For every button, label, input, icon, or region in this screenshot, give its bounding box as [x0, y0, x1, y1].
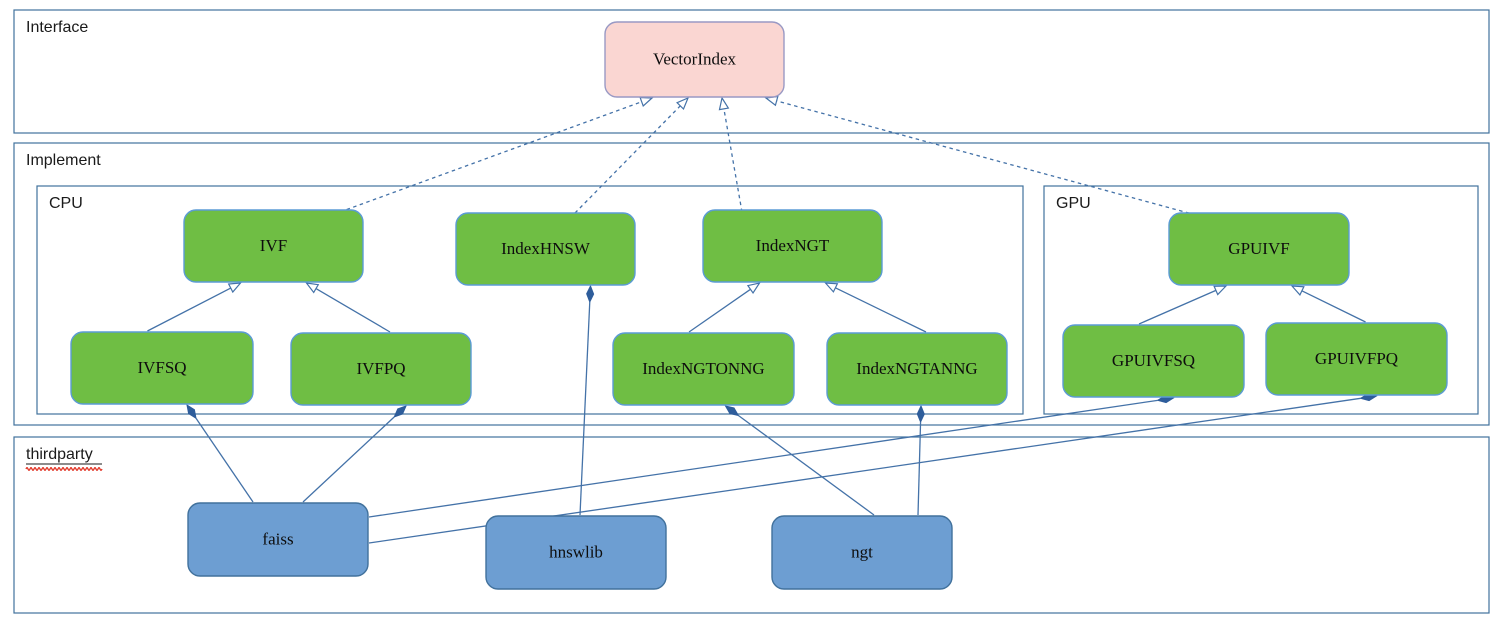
node-label-faiss: faiss — [262, 529, 293, 548]
node-box-indexngt[interactable] — [702, 209, 883, 283]
group-label-gpu: GPU — [1056, 195, 1091, 212]
realization-line-ivf — [339, 101, 642, 213]
node-gpuivfpq[interactable]: GPUIVFPQ — [1265, 322, 1448, 396]
generalization-line-gpuivfpq — [1301, 290, 1366, 323]
node-box-indexngtonng[interactable] — [612, 332, 795, 406]
edge-gpuivfpq-to-gpuivf — [1290, 285, 1366, 323]
node-box-ivfsq[interactable] — [70, 331, 254, 405]
node-box-indexhnsw[interactable] — [455, 212, 636, 286]
group-label-implement: Implement — [26, 152, 101, 169]
spellcheck-squiggle-thirdparty — [25, 467, 103, 471]
node-label-indexngtonng: IndexNGTONNG — [642, 359, 764, 378]
generalization-line-gpuivfsq — [1138, 289, 1217, 325]
composition-line-ngt-indexngtonng — [738, 414, 875, 516]
node-gpuivfsq[interactable]: GPUIVFSQ — [1062, 324, 1245, 398]
generalization-line-ivfpq — [315, 288, 391, 333]
composition-line-faiss-ivfsq — [195, 417, 254, 503]
node-ivfsq[interactable]: IVFSQ — [70, 331, 254, 405]
edge-ivfpq-to-ivf — [305, 282, 391, 333]
realization-arrowhead-ivf — [639, 96, 654, 108]
node-box-faiss[interactable] — [187, 502, 369, 577]
group-label-cpu: CPU — [49, 195, 83, 212]
node-vectorindex[interactable]: VectorIndex — [604, 21, 785, 98]
composition-line-hnswlib-indexhnsw — [579, 301, 591, 516]
node-label-vectorindex: VectorIndex — [653, 49, 737, 68]
generalization-arrowhead-gpuivfpq — [1290, 285, 1305, 296]
node-indexngtonng[interactable]: IndexNGTONNG — [612, 332, 795, 406]
realization-arrowhead-indexngt — [718, 96, 730, 111]
generalization-arrowhead-ivfpq — [305, 282, 320, 294]
node-faiss[interactable]: faiss — [187, 502, 369, 577]
edge-faiss-to-ivfpq — [302, 405, 407, 503]
edge-hnswlib-to-indexhnsw — [579, 284, 595, 516]
node-box-gpuivf[interactable] — [1168, 212, 1350, 286]
node-label-ivfsq: IVFSQ — [137, 358, 186, 377]
node-box-indexngtanng[interactable] — [826, 332, 1008, 406]
node-box-gpuivfsq[interactable] — [1062, 324, 1245, 398]
realization-line-gpuivf — [776, 100, 1197, 216]
node-ivf[interactable]: IVF — [183, 209, 364, 283]
node-label-gpuivf: GPUIVF — [1228, 239, 1289, 258]
node-box-vectorindex[interactable] — [604, 21, 785, 98]
node-label-hnswlib: hnswlib — [549, 542, 603, 561]
edge-faiss-to-ivfsq — [186, 403, 254, 503]
node-ivfpq[interactable]: IVFPQ — [290, 332, 472, 406]
node-ngt[interactable]: ngt — [771, 515, 953, 590]
edge-ngt-to-indexngtonng — [724, 405, 875, 516]
generalization-line-indexngtanng — [835, 287, 927, 333]
node-box-ivfpq[interactable] — [290, 332, 472, 406]
node-label-ivf: IVF — [260, 236, 287, 255]
realization-line-indexngt — [723, 108, 743, 213]
node-indexhnsw[interactable]: IndexHNSW — [455, 212, 636, 286]
node-box-ivf[interactable] — [183, 209, 364, 283]
node-label-gpuivfpq: GPUIVFPQ — [1315, 349, 1398, 368]
node-hnswlib[interactable]: hnswlib — [485, 515, 667, 590]
edge-ivfsq-to-ivf — [147, 282, 242, 332]
node-label-indexngtanng: IndexNGTANNG — [856, 359, 977, 378]
composition-line-faiss-ivfpq — [302, 416, 395, 503]
composition-line-ngt-indexngtanng — [917, 421, 922, 516]
edge-indexhnsw-to-vectorindex — [574, 96, 690, 214]
node-box-gpuivfpq[interactable] — [1265, 322, 1448, 396]
edge-indexngtanng-to-indexngt — [824, 282, 927, 333]
node-box-ngt[interactable] — [771, 515, 953, 590]
node-label-ngt: ngt — [851, 542, 873, 561]
edge-indexngt-to-vectorindex — [718, 96, 743, 213]
edge-indexngtonng-to-indexngt — [688, 282, 761, 333]
node-gpuivf[interactable]: GPUIVF — [1168, 212, 1350, 286]
node-box-hnswlib[interactable] — [485, 515, 667, 590]
node-label-gpuivfsq: GPUIVFSQ — [1112, 351, 1195, 370]
node-indexngt[interactable]: IndexNGT — [702, 209, 883, 283]
group-label-interface: Interface — [26, 19, 88, 36]
composition-line-faiss-gpuivfsq — [368, 399, 1158, 518]
generalization-line-ivfsq — [147, 287, 232, 332]
generalization-line-indexngtonng — [688, 288, 751, 333]
edge-gpuivfsq-to-gpuivf — [1138, 285, 1228, 325]
node-indexngtanng[interactable]: IndexNGTANNG — [826, 332, 1008, 406]
edge-ivf-to-vectorindex — [339, 96, 654, 213]
group-label-thirdparty: thirdparty — [26, 446, 93, 463]
edge-ngt-to-indexngtanng — [916, 404, 925, 516]
node-label-ivfpq: IVFPQ — [356, 359, 405, 378]
node-label-indexhnsw: IndexHNSW — [501, 239, 591, 258]
node-label-indexngt: IndexNGT — [756, 236, 830, 255]
